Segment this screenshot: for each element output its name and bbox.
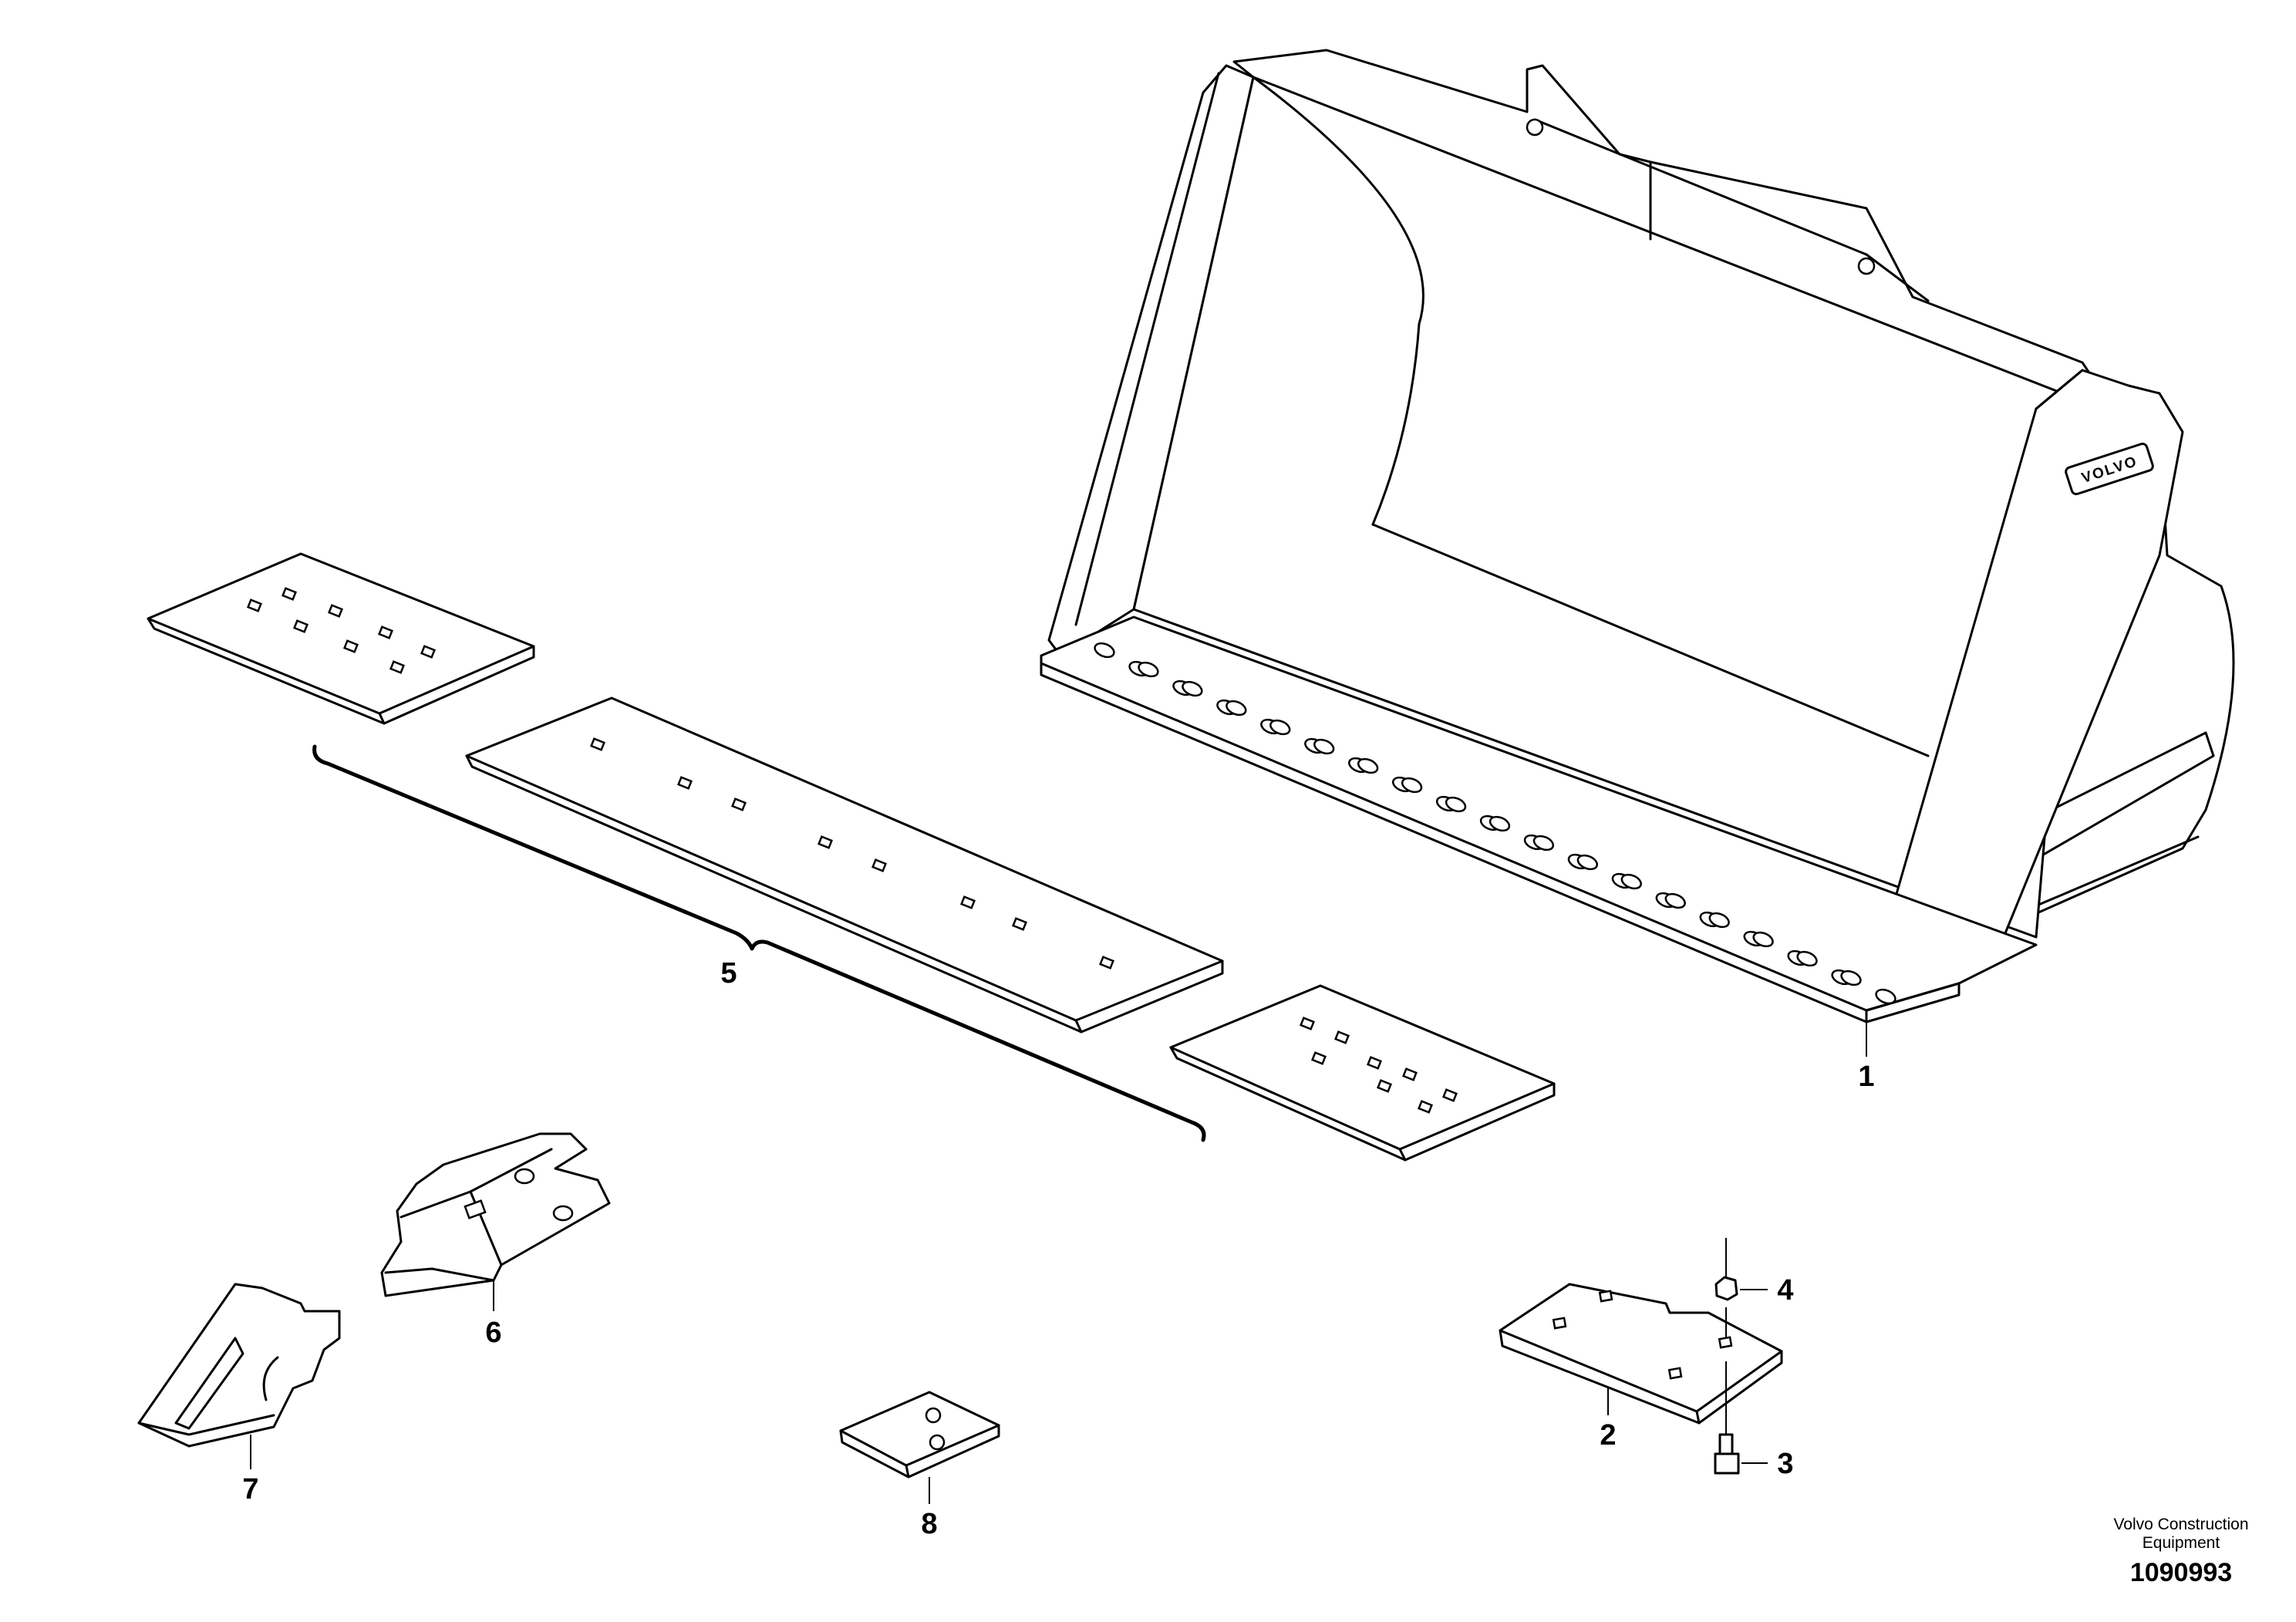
bolt-hole bbox=[1012, 917, 1027, 931]
bolt-hole bbox=[1367, 1056, 1382, 1070]
callout-1: 1 bbox=[1858, 1061, 1874, 1093]
bolt-hole bbox=[677, 776, 693, 790]
cutting-edge-brace bbox=[312, 744, 1206, 1142]
bolt-hole bbox=[420, 645, 436, 659]
lip-hole bbox=[1138, 661, 1159, 678]
lip-hole bbox=[1620, 873, 1642, 890]
bolt-hole bbox=[1377, 1079, 1392, 1093]
bolt-hole bbox=[590, 737, 605, 751]
callout-6: 6 bbox=[485, 1317, 501, 1349]
cutting-edge-left-segment bbox=[147, 552, 535, 725]
credit-line-1: Volvo Construction bbox=[2113, 1516, 2248, 1533]
lip-hole bbox=[1708, 912, 1730, 929]
bolt-hole bbox=[282, 587, 297, 601]
bolt-hole bbox=[389, 660, 405, 674]
cutting-edge-right-segment bbox=[1169, 984, 1556, 1162]
lip-hole bbox=[1094, 642, 1115, 659]
bolt-hole bbox=[1300, 1017, 1315, 1030]
bucket-lip-holes bbox=[1094, 642, 1896, 1005]
wear-plate bbox=[1499, 1283, 1783, 1425]
tooth-adapter bbox=[380, 1132, 611, 1311]
bolt-hole bbox=[1099, 956, 1114, 969]
bolt-hole bbox=[378, 626, 393, 639]
bolt-hole bbox=[960, 895, 976, 909]
spacer-plate bbox=[839, 1391, 1000, 1504]
callout-3: 3 bbox=[1777, 1448, 1793, 1480]
lip-hole bbox=[1752, 931, 1774, 948]
callout-2: 2 bbox=[1600, 1419, 1616, 1452]
bucket: VOLVO bbox=[1040, 49, 2235, 1057]
bolt-hole bbox=[1402, 1067, 1418, 1081]
bolt-hole bbox=[872, 858, 887, 872]
tooth bbox=[137, 1283, 341, 1469]
bolt-hole bbox=[328, 604, 343, 618]
bucket-right-side-plate bbox=[1880, 369, 2184, 973]
bolt bbox=[1714, 1361, 1768, 1475]
callout-7: 7 bbox=[242, 1473, 258, 1506]
lip-hole bbox=[1532, 835, 1555, 851]
nut bbox=[1714, 1238, 1768, 1338]
callout-4: 4 bbox=[1777, 1274, 1793, 1307]
lip-hole bbox=[1226, 700, 1247, 717]
callout-8: 8 bbox=[921, 1508, 937, 1540]
bolt-hole bbox=[1334, 1030, 1350, 1044]
cutting-edge-set bbox=[147, 552, 1556, 1162]
bolt-hole bbox=[1442, 1088, 1458, 1102]
bolt-hole bbox=[731, 798, 747, 811]
lip-hole bbox=[1576, 854, 1599, 871]
lip-hole bbox=[1445, 796, 1467, 813]
lip-hole bbox=[1840, 969, 1862, 986]
bolt-hole bbox=[818, 835, 833, 849]
bolt-hole bbox=[247, 599, 262, 612]
bolt-hole bbox=[293, 619, 308, 633]
lip-hole bbox=[1357, 757, 1379, 774]
lip-hole bbox=[1182, 680, 1203, 697]
lip-hole bbox=[1401, 777, 1423, 794]
callout-5: 5 bbox=[720, 957, 737, 990]
bolt-hole bbox=[343, 639, 359, 653]
bolt-hole bbox=[1418, 1100, 1433, 1114]
lip-hole bbox=[1269, 719, 1291, 736]
bolt-hole bbox=[1311, 1051, 1327, 1065]
lip-hole bbox=[1489, 815, 1511, 832]
lip-hole bbox=[1664, 892, 1686, 909]
lip-hole bbox=[1796, 950, 1818, 967]
lip-hole bbox=[1313, 738, 1335, 755]
document-number: 1090993 bbox=[2130, 1558, 2232, 1587]
lip-hole bbox=[1875, 988, 1896, 1005]
credit-line-2: Equipment bbox=[2143, 1534, 2220, 1552]
cutting-edge-middle-segment bbox=[465, 696, 1224, 1034]
